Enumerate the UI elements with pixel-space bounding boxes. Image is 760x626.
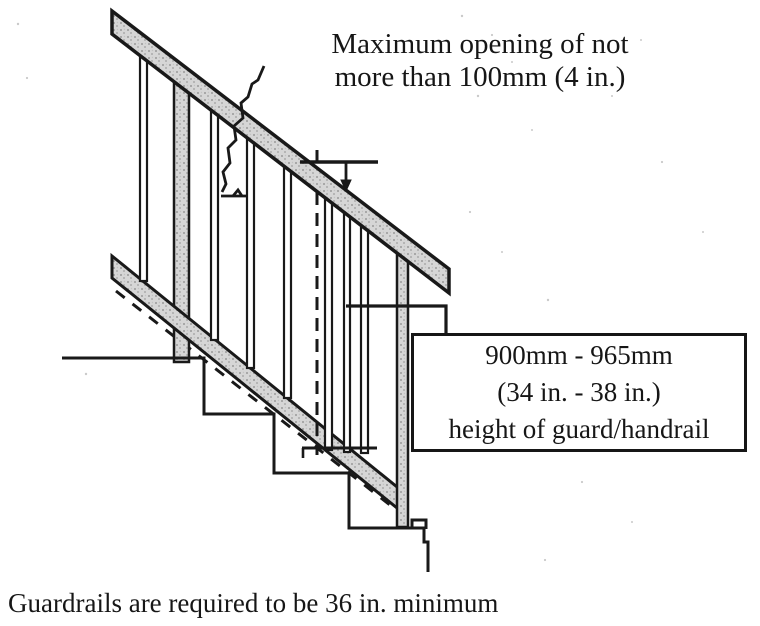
baluster <box>245 137 256 370</box>
callout-box-leader <box>346 304 448 333</box>
opening-gap-notch <box>231 187 244 197</box>
scan-noise-dots <box>16 14 704 562</box>
max-opening-annotation: Maximum opening of not more than 100mm (… <box>295 28 665 94</box>
guard-height-line3: height of guard/handrail <box>448 414 710 444</box>
dimension-arrowhead <box>340 179 352 193</box>
baluster <box>138 53 149 283</box>
baluster <box>342 211 352 454</box>
baluster <box>209 110 220 342</box>
baluster <box>359 224 370 455</box>
nosing-dimension-line <box>301 446 377 458</box>
top-handrail <box>110 7 451 297</box>
guard-height-callout-box: 900mm - 965mm (34 in. - 38 in.) height o… <box>411 333 747 452</box>
stair-nosing-hidden-line <box>115 289 400 514</box>
guardrail-requirement-note: Guardrails are required to be 36 in. min… <box>8 588 499 618</box>
lower-rail <box>110 252 404 516</box>
max-opening-line2: more than 100mm (4 in.) <box>334 61 626 93</box>
guard-height-line1: 900mm - 965mm <box>485 340 673 370</box>
baluster-wide-right <box>395 253 410 529</box>
baluster <box>282 165 293 400</box>
guard-height-line2: (34 in. - 38 in.) <box>497 377 661 407</box>
stair-step-outline <box>62 356 430 572</box>
baluster <box>323 197 334 452</box>
rail-top-dimension-line <box>300 160 378 193</box>
opening-leader-line <box>220 65 266 198</box>
max-opening-line1: Maximum opening of not <box>331 28 629 60</box>
bottom-step-nosing <box>410 518 428 529</box>
